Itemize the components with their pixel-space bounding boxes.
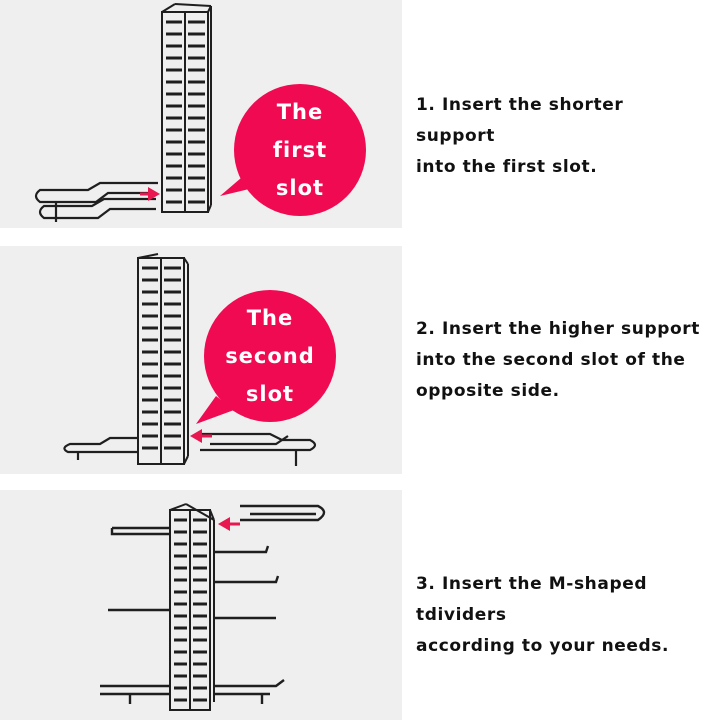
- step-3-illustration-panel: [0, 490, 402, 720]
- step-1-instruction: 1. Insert the shorter support into the f…: [416, 90, 706, 183]
- bubble-line: slot: [245, 382, 295, 406]
- bubble-line: first: [272, 138, 328, 162]
- step-2-rack-illustration: [63, 253, 317, 466]
- instruction-line: into the second slot of the: [416, 350, 686, 370]
- step-1-illustration-panel: The first slot: [0, 0, 402, 228]
- instruction-line: 3. Insert the M-shaped tdividers: [416, 574, 648, 625]
- bubble-line: The: [246, 306, 294, 330]
- first-slot-bubble: The first slot: [234, 84, 366, 216]
- instruction-line: according to your needs.: [416, 636, 670, 656]
- instruction-line: opposite side.: [416, 381, 560, 401]
- instruction-line: 1. Insert the shorter support: [416, 95, 624, 146]
- wire-support: [34, 181, 158, 222]
- instruction-line: 2. Insert the higher support: [416, 319, 700, 339]
- step-2-instruction: 2. Insert the higher support into the se…: [416, 314, 706, 407]
- instruction-line: into the first slot.: [416, 157, 598, 177]
- step-1-rack-illustration: [34, 3, 212, 222]
- step-3-instruction: 3. Insert the M-shaped tdividers accordi…: [416, 569, 706, 662]
- insert-arrow: [140, 187, 160, 201]
- second-slot-bubble: The second slot: [204, 290, 336, 422]
- bubble-line: The: [276, 100, 324, 124]
- step-2-illustration-panel: The second slot: [0, 246, 402, 474]
- bubble-line: slot: [275, 176, 325, 200]
- bubble-line: second: [225, 344, 315, 368]
- step-3-rack-illustration: [100, 503, 326, 711]
